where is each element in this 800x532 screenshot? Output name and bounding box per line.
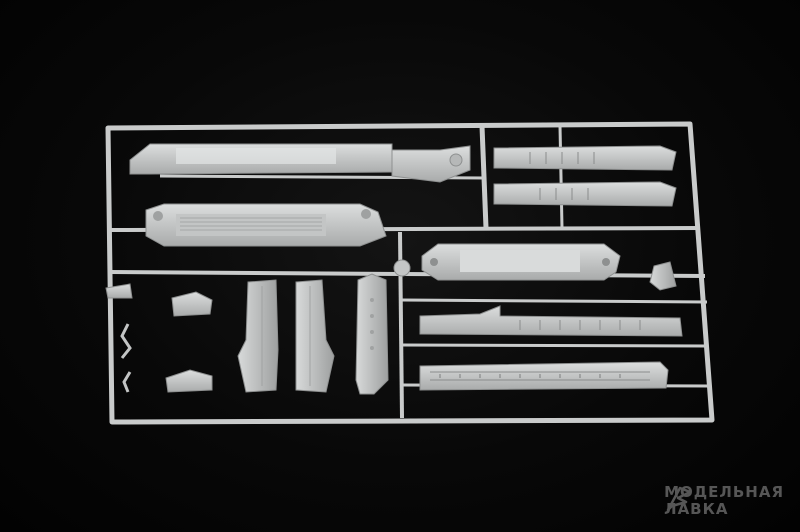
part-long-second (145, 203, 387, 247)
part-rail-upper-2 (493, 181, 677, 207)
watermark: МОДЕЛЬНАЯ ЛАВКА (664, 484, 784, 518)
part-long-top (129, 143, 471, 183)
part-small-left-2 (165, 369, 213, 393)
part-vertical-2 (295, 279, 335, 393)
part-small-left-3 (105, 283, 133, 299)
part-rail-upper-1 (493, 145, 677, 171)
part-vertical-1 (237, 279, 279, 393)
sprue-gate-disc (393, 259, 411, 277)
part-small-left-hooks (120, 323, 132, 393)
part-rail-lower-2 (419, 361, 669, 391)
part-middle-right (421, 243, 621, 281)
brush-stroke-logo-icon (666, 486, 692, 512)
watermark-line-1: МОДЕЛЬНАЯ (664, 483, 784, 501)
part-small-right (649, 261, 677, 291)
part-vertical-3 (355, 273, 389, 395)
part-small-left-1 (171, 291, 213, 317)
part-rail-lower-1 (419, 305, 683, 337)
